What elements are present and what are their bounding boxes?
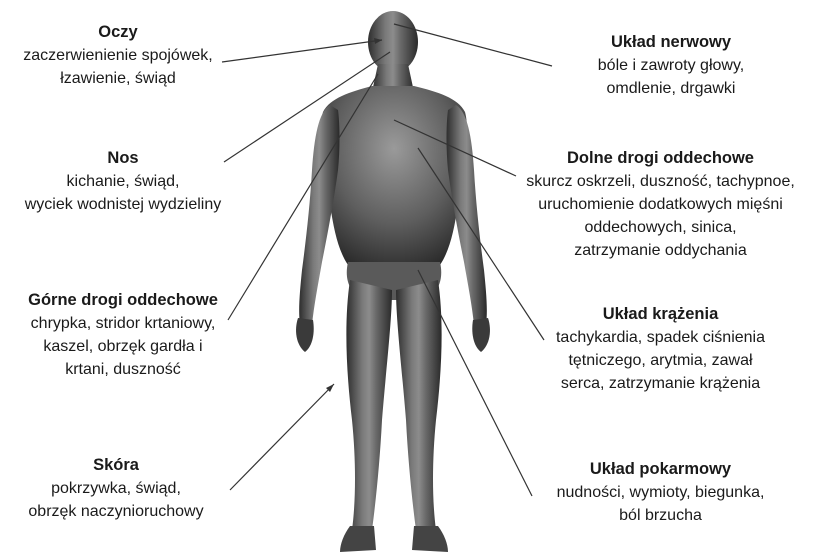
label-nervous-system-title: Układ nerwowy	[548, 30, 794, 54]
label-nose: Nos kichanie, świąd, wyciek wodnistej wy…	[0, 146, 246, 216]
right-leg	[396, 280, 442, 530]
label-nervous-system: Układ nerwowy bóle i zawroty głowy, omdl…	[548, 30, 794, 100]
torso	[321, 86, 467, 265]
label-upper-airways: Górne drogi oddechowe chrypka, stridor k…	[0, 288, 246, 381]
left-leg	[346, 280, 392, 530]
label-upper-airways-desc: chrypka, stridor krtaniowy, kaszel, obrz…	[0, 312, 246, 381]
right-hand	[472, 318, 490, 352]
label-nervous-system-desc: bóle i zawroty głowy, omdlenie, drgawki	[548, 54, 794, 100]
leader-skora	[230, 384, 334, 490]
left-foot	[340, 526, 376, 552]
label-nose-title: Nos	[0, 146, 246, 170]
label-skin-title: Skóra	[0, 453, 232, 477]
label-circulatory-system: Układ krążenia tachykardia, spadek ciśni…	[528, 302, 793, 395]
label-digestive-system-desc: nudności, wymioty, biegunka, ból brzucha	[528, 481, 793, 527]
label-eyes-title: Oczy	[0, 20, 236, 44]
label-lower-airways-desc: skurcz oskrzeli, duszność, tachypnoe, ur…	[508, 170, 813, 262]
label-nose-desc: kichanie, świąd, wyciek wodnistej wydzie…	[0, 170, 246, 216]
label-skin-desc: pokrzywka, świąd, obrzęk naczynioruchowy	[0, 477, 232, 523]
right-foot	[412, 526, 448, 552]
label-eyes-desc: zaczerwienienie spojówek, łzawienie, świ…	[0, 44, 236, 90]
leader-oczy	[222, 40, 382, 62]
label-eyes: Oczy zaczerwienienie spojówek, łzawienie…	[0, 20, 236, 90]
label-circulatory-system-desc: tachykardia, spadek ciśnienia tętniczego…	[528, 326, 793, 395]
label-circulatory-system-title: Układ krążenia	[528, 302, 793, 326]
label-lower-airways-title: Dolne drogi oddechowe	[508, 146, 813, 170]
label-digestive-system: Układ pokarmowy nudności, wymioty, biegu…	[528, 457, 793, 527]
label-digestive-system-title: Układ pokarmowy	[528, 457, 793, 481]
label-skin: Skóra pokrzywka, świąd, obrzęk naczynior…	[0, 453, 232, 523]
label-upper-airways-title: Górne drogi oddechowe	[0, 288, 246, 312]
left-hand	[296, 318, 314, 352]
label-lower-airways: Dolne drogi oddechowe skurcz oskrzeli, d…	[508, 146, 813, 262]
